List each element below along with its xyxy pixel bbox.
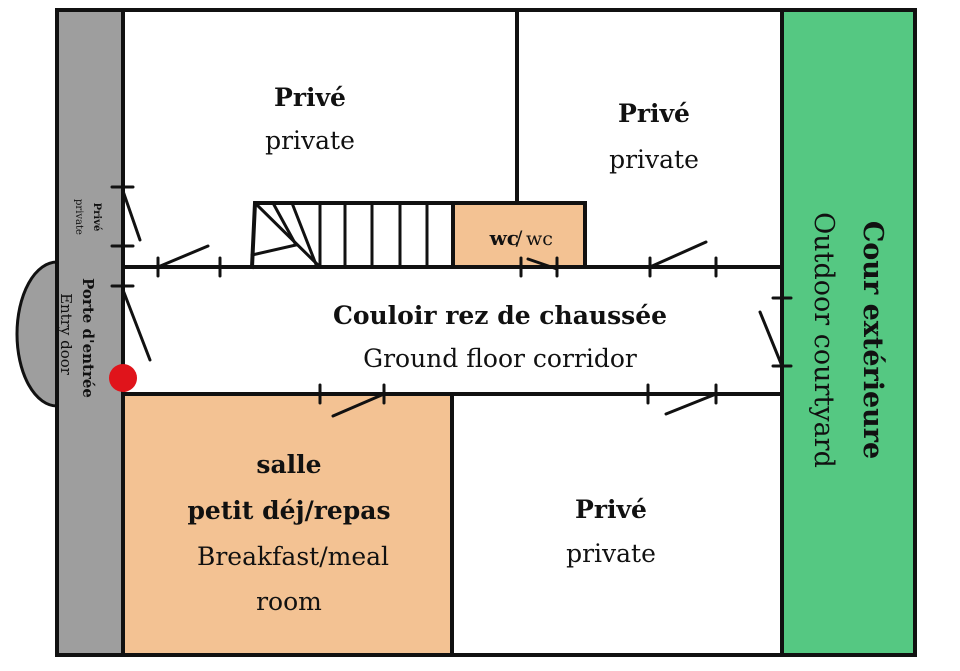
breakfast-room-subtitle-1: Breakfast/meal	[197, 542, 389, 571]
wc-separator: /	[516, 226, 523, 250]
door-small-side	[110, 185, 142, 248]
door-bottom-right-room	[646, 383, 718, 416]
entry-strip	[57, 10, 123, 655]
bottom-right-room-title: Privé	[575, 495, 647, 524]
wc-area	[453, 203, 585, 267]
courtyard-subtitle: Outdoor courtyard	[808, 212, 839, 468]
small-side-subtitle: private	[73, 199, 84, 235]
staircase	[249, 201, 455, 270]
corridor-subtitle: Ground floor corridor	[363, 344, 637, 373]
door-entry	[110, 284, 152, 362]
corridor-title: Couloir rez de chaussée	[333, 301, 667, 330]
entry-door-subtitle: Entry door	[57, 293, 75, 376]
top-left-room-subtitle: private	[265, 126, 355, 155]
top-right-room-title: Privé	[618, 99, 690, 128]
breakfast-room-area	[123, 394, 452, 655]
courtyard-title: Cour extérieure	[857, 221, 888, 459]
wc-walls	[451, 201, 587, 269]
door-wc	[519, 256, 559, 278]
wc-title: wc	[489, 226, 519, 250]
top-left-room-title: Privé	[274, 83, 346, 112]
wc-subtitle: wc	[526, 228, 553, 250]
entry-door-title: Porte d'entrée	[79, 278, 97, 398]
door-breakfast-room	[318, 383, 386, 418]
entry-marker	[109, 364, 137, 392]
courtyard-area	[782, 10, 915, 655]
outer-wall	[55, 8, 917, 657]
door-courtyard	[758, 296, 793, 368]
breakfast-room-title-2: petit déj/repas	[187, 496, 390, 525]
door-top-right-room	[648, 240, 718, 278]
entry-door-bay	[15, 260, 59, 408]
door-top-left-room	[156, 244, 222, 278]
bottom-right-room-subtitle: private	[566, 539, 656, 568]
small-side-title: Privé	[91, 203, 102, 232]
breakfast-room-title-1: salle	[256, 450, 321, 479]
top-right-room-subtitle: private	[609, 145, 699, 174]
breakfast-room-subtitle-2: room	[256, 587, 322, 616]
